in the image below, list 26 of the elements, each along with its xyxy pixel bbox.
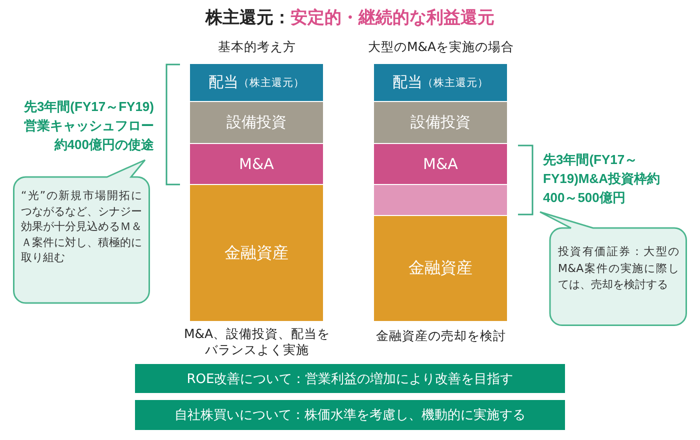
callout-text: “光”の新規市場開拓につながるなど、シナジー効果が十分見込めるＭ＆Ａ案件に対し、積極的に取り組む (21, 188, 142, 266)
bar-segment: M&A (374, 144, 507, 184)
bar-segment (374, 185, 507, 215)
column-note: M&A、設備投資、配当をバランスよく実施 (182, 326, 332, 358)
annotation-text: 先3年間(FY17～FY19)営業キャッシュフロー約400億円の使途 (22, 98, 154, 154)
column-heading: 大型のM&Aを実施の場合 (368, 39, 514, 55)
bar-segment: 設備投資 (374, 102, 507, 143)
bar-segment (190, 64, 323, 101)
annotation-text: 先3年間(FY17～FY19)M&A投資枠約400～500億円 (543, 151, 662, 207)
bar-segment (374, 64, 507, 101)
column-note: 金融資産の売却を検討 (376, 328, 506, 344)
segment-sublabel: （株主還元） (422, 76, 488, 90)
bar-segment: M&A (190, 144, 323, 184)
segment-label: 配当 (208, 73, 238, 92)
speech-bubble (539, 211, 687, 326)
bar-segment: 金融資産 (374, 216, 507, 321)
bar-segment: 金融資産 (190, 185, 323, 321)
segment-label: 配当 (392, 73, 422, 92)
bar-segment: 設備投資 (190, 102, 323, 143)
banner: 自社株買いについて：株価水準を考慮し、機動的に実施する (135, 400, 565, 430)
column-heading: 基本的考え方 (218, 39, 296, 55)
callout-text: 投資有価証券：大型のM&A案件の実施に際しては、売却を検討する (558, 244, 679, 293)
speech-bubble (13, 159, 150, 304)
banner: ROE改善について：営業利益の増加により改善を目指す (135, 364, 565, 393)
title: 株主還元：安定的・継続的な利益還元 (206, 7, 494, 29)
segment-sublabel: （株主還元） (238, 76, 304, 90)
